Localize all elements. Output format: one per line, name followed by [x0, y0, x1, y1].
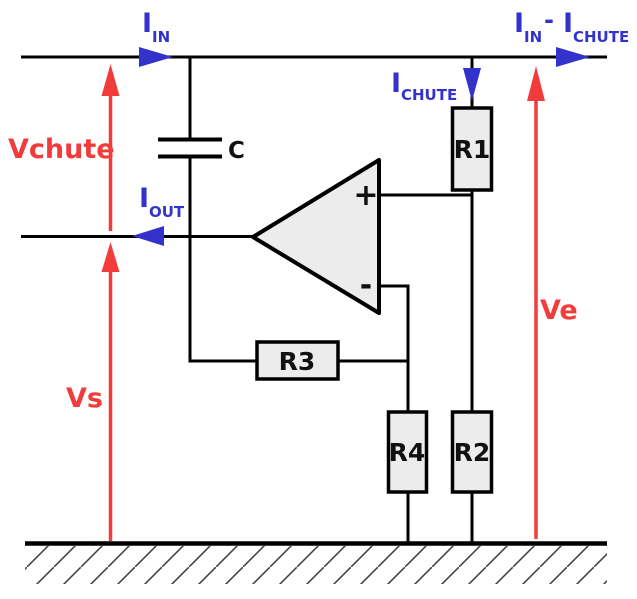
i-diff-sub2: CHUTE: [573, 28, 629, 46]
i-out-arrow-icon: [132, 226, 164, 246]
ground-hatching: [25, 546, 607, 584]
ve-arrow: [527, 66, 545, 539]
i-chute-main: I: [391, 68, 401, 99]
i-in-sub: IN: [152, 28, 170, 46]
resistor-r2: R2: [450, 410, 494, 494]
resistor-r1: R1: [450, 106, 494, 192]
i-chute-arrow-icon: [463, 68, 481, 101]
i-in-arrow-icon: [139, 47, 173, 67]
i-in-main: I: [142, 8, 152, 39]
resistor-r3: R3: [255, 340, 340, 381]
i-out-label: I OUT: [139, 183, 185, 221]
opamp-plus-sign: +: [353, 178, 378, 213]
i-diff-main1: I: [514, 8, 524, 39]
i-diff-arrow-icon: [556, 47, 590, 67]
vchute-arrow: [101, 64, 120, 231]
i-in-label: I IN: [142, 8, 170, 46]
r4-label: R4: [389, 438, 426, 467]
ve-arrow-head-icon: [527, 66, 545, 101]
i-chute-label: I CHUTE: [391, 68, 457, 104]
r2-label: R2: [454, 438, 491, 467]
vchute-arrow-head-icon: [101, 64, 120, 96]
i-chute-sub: CHUTE: [401, 86, 457, 104]
i-diff-label: I IN - I CHUTE: [514, 6, 629, 46]
capacitor: C: [158, 137, 245, 164]
r1-label: R1: [454, 135, 491, 164]
resistor-r4: R4: [386, 410, 429, 494]
i-out-sub: OUT: [149, 203, 185, 221]
opamp-triangle: [251, 158, 381, 315]
ve-label: Ve: [540, 295, 578, 326]
i-diff-minus: -: [544, 6, 554, 34]
r4-body: [386, 410, 429, 494]
r3-label: R3: [279, 347, 316, 376]
i-diff-main2: I: [563, 8, 573, 39]
r2-body: [450, 410, 494, 494]
opamp: + -: [251, 158, 381, 315]
capacitor-label: C: [228, 138, 245, 164]
vs-label: Vs: [66, 383, 103, 414]
i-out-main: I: [139, 183, 149, 214]
i-diff-sub1: IN: [524, 28, 542, 46]
vs-arrow-head-icon: [101, 242, 120, 272]
r1-body: [450, 106, 494, 192]
vs-arrow: [101, 242, 120, 541]
r3-body: [255, 340, 340, 381]
vchute-label: Vchute: [8, 134, 115, 165]
opamp-minus-sign: -: [360, 268, 372, 303]
